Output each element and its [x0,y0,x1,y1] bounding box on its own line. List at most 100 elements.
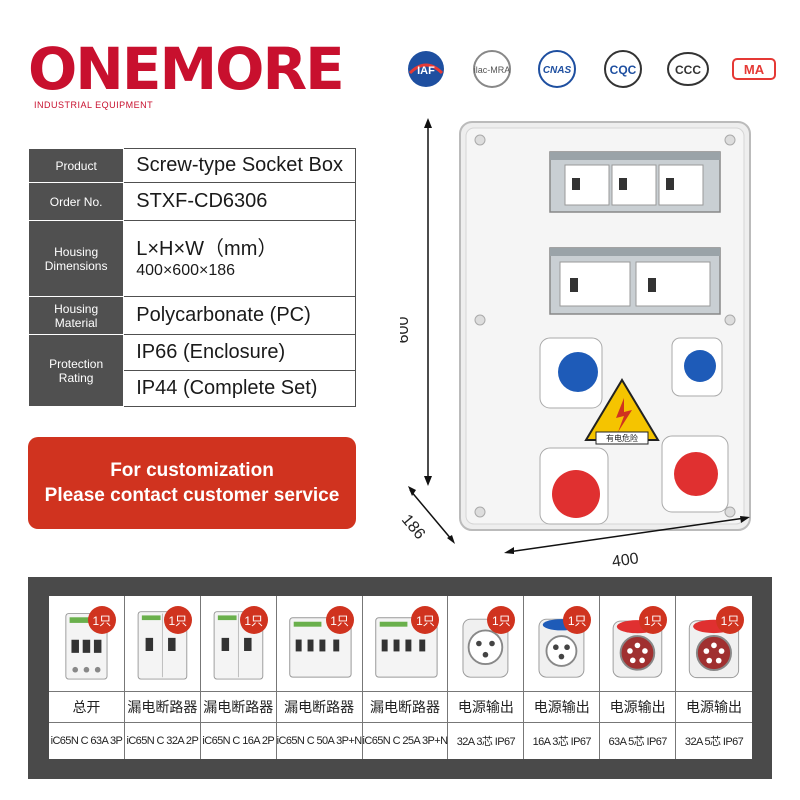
breaker-toggle [619,178,627,190]
window-frame [550,152,720,160]
cta-line2: Please contact customer service [44,485,340,506]
component-image: 1只 [200,596,276,692]
cert-label-ilac: ilac-MRA [473,65,510,75]
component-image: 1只 [124,596,200,692]
brand-logo: ONEMORE INDUSTRIAL EQUIPMENT [28,38,348,118]
product-label: Product [27,148,125,183]
cqc-icon: CQC [597,48,649,90]
quantity-badge: 1只 [563,606,592,634]
brand-tagline: INDUSTRIAL EQUIPMENT [34,100,154,110]
cta-line1: For customization [110,460,274,481]
housing-values: 400×600×186 [136,261,236,279]
cert-label-iaf: IAF [417,65,435,77]
component-image: 1只 [676,596,752,692]
housing-label-line1: Housing [54,244,99,259]
component-spec: 16A 3芯 IP67 [532,736,592,748]
quantity-badge: 1只 [639,606,668,634]
quantity-badge: 1只 [411,606,440,634]
component-image: 1只 [448,596,524,692]
socket-3pin-blue-icon [538,618,585,678]
ccc-icon: CCC [662,48,714,90]
material-value: Polycarbonate (PC) [123,296,356,335]
component-spec: iC65N C 32A 2P [126,735,199,747]
socket-3pin-icon [462,618,509,678]
cnas-icon: CNAS [531,48,583,90]
screw-icon [474,134,486,146]
socket-box-illustration: 有电危险 600 186 400 [400,118,751,571]
certification-logos: IAF ilac-MRA CNAS CQC CCC MA [400,48,780,90]
socket-cover-blue [684,350,716,382]
component-spec: 32A 3芯 IP67 [456,736,516,748]
width-value: 400 [611,550,640,571]
component-name: 漏电断路器 [362,692,448,723]
cert-label-ccc: CCC [675,63,701,77]
ilac-mra-icon: ilac-MRA [466,48,518,90]
housing-dimensions-value: L×H×W（mm） 400×600×186 [123,220,356,297]
component-cell: 1只电源输出 32A 5芯 IP67 [676,596,752,759]
product-value: Screw-type Socket Box [123,148,356,183]
material-label: Housing Material [27,296,125,335]
component-name: 漏电断路器 [124,692,200,723]
breaker-icon [658,164,704,206]
component-spec: 63A 5芯 IP67 [608,736,668,748]
screw-icon [724,506,736,518]
housing-dimensions-label: Housing Dimensions [27,220,125,297]
quantity-badge: 1只 [716,606,744,634]
depth-dimension: 186 [400,486,455,544]
cert-label-cqc: CQC [609,63,636,77]
screw-icon [724,134,736,146]
protection-set: IP44 (Complete Set) [123,370,356,407]
component-spec: iC65N C 63A 3P [50,735,123,747]
iaf-icon: IAF [400,48,452,90]
breaker-toggle [570,278,578,292]
customization-banner[interactable]: For customization Please contact custome… [28,437,356,529]
height-dimension: 600 [400,118,432,486]
component-cell: 1只电源输出 63A 5芯 IP67 [600,596,677,759]
protection-enclosure: IP66 (Enclosure) [123,334,356,371]
component-cell: 1只漏电断路器 iC65N C 32A 2P [124,596,201,759]
component-spec: iC65N C 16A 2P [202,735,275,747]
order-label: Order No. [27,182,125,221]
breaker-icon [564,164,610,206]
breaker-toggle [648,278,656,292]
quantity-badge: 1只 [87,606,116,634]
socket-cover-blue [558,352,598,392]
quantity-badge: 1只 [163,606,192,634]
component-name: 电源输出 [600,692,676,723]
screw-icon [474,314,486,326]
brand-name: ONEMORE [28,35,345,103]
window-frame [550,248,720,256]
order-value: STXF-CD6306 [123,182,356,221]
component-image: 1只 [524,596,600,692]
socket-cover-red [552,470,600,518]
cert-label-cnas: CNAS [543,65,572,76]
housing-label-line2: Dimensions [44,258,108,273]
cert-label-cma: MA [744,62,765,77]
width-dimension: 400 [504,516,750,571]
depth-value: 186 [400,511,428,542]
component-name: 电源输出 [676,692,752,723]
enclosure-front [465,127,745,525]
protection-label: Protection Rating [27,334,125,407]
component-image: 1只 [362,596,448,692]
warning-text: 有电危险 [606,433,638,443]
breaker-toggle [666,178,674,190]
component-spec: iC65N C 25A 3P+N [362,735,448,747]
lightning-icon [616,398,632,432]
screw-icon [724,314,736,326]
component-cell: 1只漏电断路器 iC65N C 25A 3P+N [362,596,449,759]
component-spec: 32A 5芯 IP67 [684,736,744,748]
socket-cover-red [674,452,718,496]
breaker-icon [635,261,711,307]
component-spec: iC65N C 50A 3P+N [276,735,362,747]
height-value: 600 [400,317,412,344]
component-name: 漏电断路器 [276,692,362,723]
quantity-badge: 1只 [487,606,516,634]
quantity-badge: 1只 [239,606,268,634]
